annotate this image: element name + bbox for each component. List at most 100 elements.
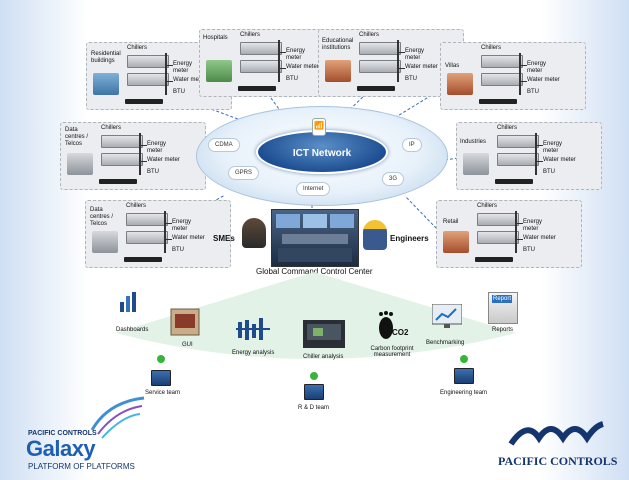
engineering-team-label: Engineering team xyxy=(440,390,488,396)
chillers-label: Chillers xyxy=(497,125,518,131)
link-ip: IP xyxy=(402,138,422,152)
chiller-icon xyxy=(477,213,519,226)
chillers-label: Chillers xyxy=(481,45,502,51)
panel-datacentres-1: Data centres / Telcos Chillers Energy me… xyxy=(60,122,206,190)
computer-icon xyxy=(151,370,171,386)
chillers-label: Chillers xyxy=(127,45,148,51)
hospital-icon xyxy=(206,60,232,82)
panel-datacentres-2: Data centres / Telcos Chillers Energy me… xyxy=(85,200,231,268)
water-meter-label: Water meter xyxy=(543,157,576,163)
gui-label: GUI xyxy=(182,342,193,348)
datacentre-icon xyxy=(67,153,93,175)
link-3g: 3G xyxy=(382,172,405,186)
benchmarking-label: Benchmarking xyxy=(426,340,465,346)
gui-icon xyxy=(170,308,200,336)
engineers-label: Engineers xyxy=(390,234,429,243)
panel-villas: Villas Chillers Energy meter Water meter… xyxy=(440,42,586,110)
water-meter-label: Water meter xyxy=(173,77,206,83)
antenna-icon: 📶 xyxy=(312,118,326,136)
panel-industries: Industries Chillers Energy meter Water m… xyxy=(456,122,602,190)
chiller-icon xyxy=(497,153,539,166)
chiller-icon xyxy=(127,73,169,86)
school-icon xyxy=(325,60,351,82)
galaxy-swirl-logo xyxy=(90,396,145,439)
controller-icon xyxy=(125,99,163,104)
water-meter-label: Water meter xyxy=(172,235,205,241)
panel-name: Educational institutions xyxy=(322,38,354,51)
water-meter-label: Water meter xyxy=(405,64,438,70)
link-cdma: CDMA xyxy=(208,138,240,152)
control-room-icon xyxy=(276,214,354,262)
chiller-analysis-label: Chiller analysis xyxy=(303,354,344,360)
water-meter-label: Water meter xyxy=(527,77,560,83)
pacific-controls-logo xyxy=(508,421,604,446)
controller-icon xyxy=(475,257,513,262)
carbon-footprint-label: Carbon footprint measurement xyxy=(370,346,414,358)
report-badge: Report xyxy=(492,295,513,303)
panel-name: Data centres / Telcos xyxy=(90,207,114,227)
link-gprs: GPRS xyxy=(228,166,260,180)
panel-name: Residential buildings xyxy=(91,51,121,64)
dashboards-icon xyxy=(120,292,136,312)
energy-analysis-icon xyxy=(236,318,270,340)
chiller-icon xyxy=(101,153,143,166)
chiller-icon xyxy=(477,231,519,244)
shop-icon xyxy=(443,231,469,253)
chiller-icon xyxy=(359,42,401,55)
chiller-icon xyxy=(127,55,169,68)
chiller-analysis-icon xyxy=(303,320,345,348)
computer-icon xyxy=(454,368,474,384)
chillers-label: Chillers xyxy=(359,32,380,38)
panel-name: Hospitals xyxy=(203,35,228,41)
controller-icon xyxy=(479,99,517,104)
chiller-icon xyxy=(101,135,143,148)
panel-retail: Retail Chillers Energy meter Water meter… xyxy=(436,200,582,268)
ict-network-hub: ICT Network xyxy=(256,130,388,174)
btu-label: BTU xyxy=(286,76,298,82)
controller-icon xyxy=(99,179,137,184)
reports-icon: Report xyxy=(488,292,518,324)
energy-meter-label: Energy meter xyxy=(147,141,167,154)
btu-label: BTU xyxy=(527,89,539,95)
energy-analysis-label: Energy analysis xyxy=(232,350,275,356)
command-center-title: Global Command Control Center xyxy=(256,267,373,276)
controller-icon xyxy=(495,179,533,184)
service-team-label: Service team xyxy=(145,390,181,396)
benchmarking-icon xyxy=(432,304,462,328)
command-center-screen xyxy=(271,209,359,267)
chiller-icon xyxy=(481,73,523,86)
water-meter-label: Water meter xyxy=(286,64,319,70)
water-meter-label: Water meter xyxy=(523,235,556,241)
link-internet: Internet xyxy=(296,182,331,196)
chillers-label: Chillers xyxy=(126,203,147,209)
villa-icon xyxy=(447,73,473,95)
energy-meter-label: Energy meter xyxy=(172,219,192,232)
chiller-icon xyxy=(481,55,523,68)
btu-label: BTU xyxy=(543,169,555,175)
energy-meter-label: Energy meter xyxy=(286,48,306,61)
reports-label: Reports xyxy=(492,327,514,333)
controller-icon xyxy=(124,257,162,262)
functions-arc xyxy=(111,272,521,363)
energy-meter-label: Energy meter xyxy=(543,141,563,154)
btu-label: BTU xyxy=(173,89,185,95)
panel-name: Retail xyxy=(443,219,459,225)
energy-meter-label: Energy meter xyxy=(527,61,547,74)
energy-meter-label: Energy meter xyxy=(523,219,543,232)
btu-label: BTU xyxy=(172,247,184,253)
chillers-label: Chillers xyxy=(240,32,261,38)
controller-icon xyxy=(238,86,276,91)
controller-icon xyxy=(357,86,395,91)
chiller-icon xyxy=(126,213,168,226)
computer-icon xyxy=(304,384,324,400)
smes-label: SMEs xyxy=(213,234,235,243)
chiller-icon xyxy=(240,60,282,73)
energy-meter-label: Energy meter xyxy=(405,48,425,61)
co2-label: CO2 xyxy=(392,328,409,337)
water-meter-label: Water meter xyxy=(147,157,180,163)
carbon-footprint-icon xyxy=(379,311,393,339)
panel-name: Villas xyxy=(445,63,460,69)
chiller-icon xyxy=(359,60,401,73)
dashboards-label: Dashboards xyxy=(116,327,149,333)
energy-meter-label: Energy meter xyxy=(173,61,193,74)
